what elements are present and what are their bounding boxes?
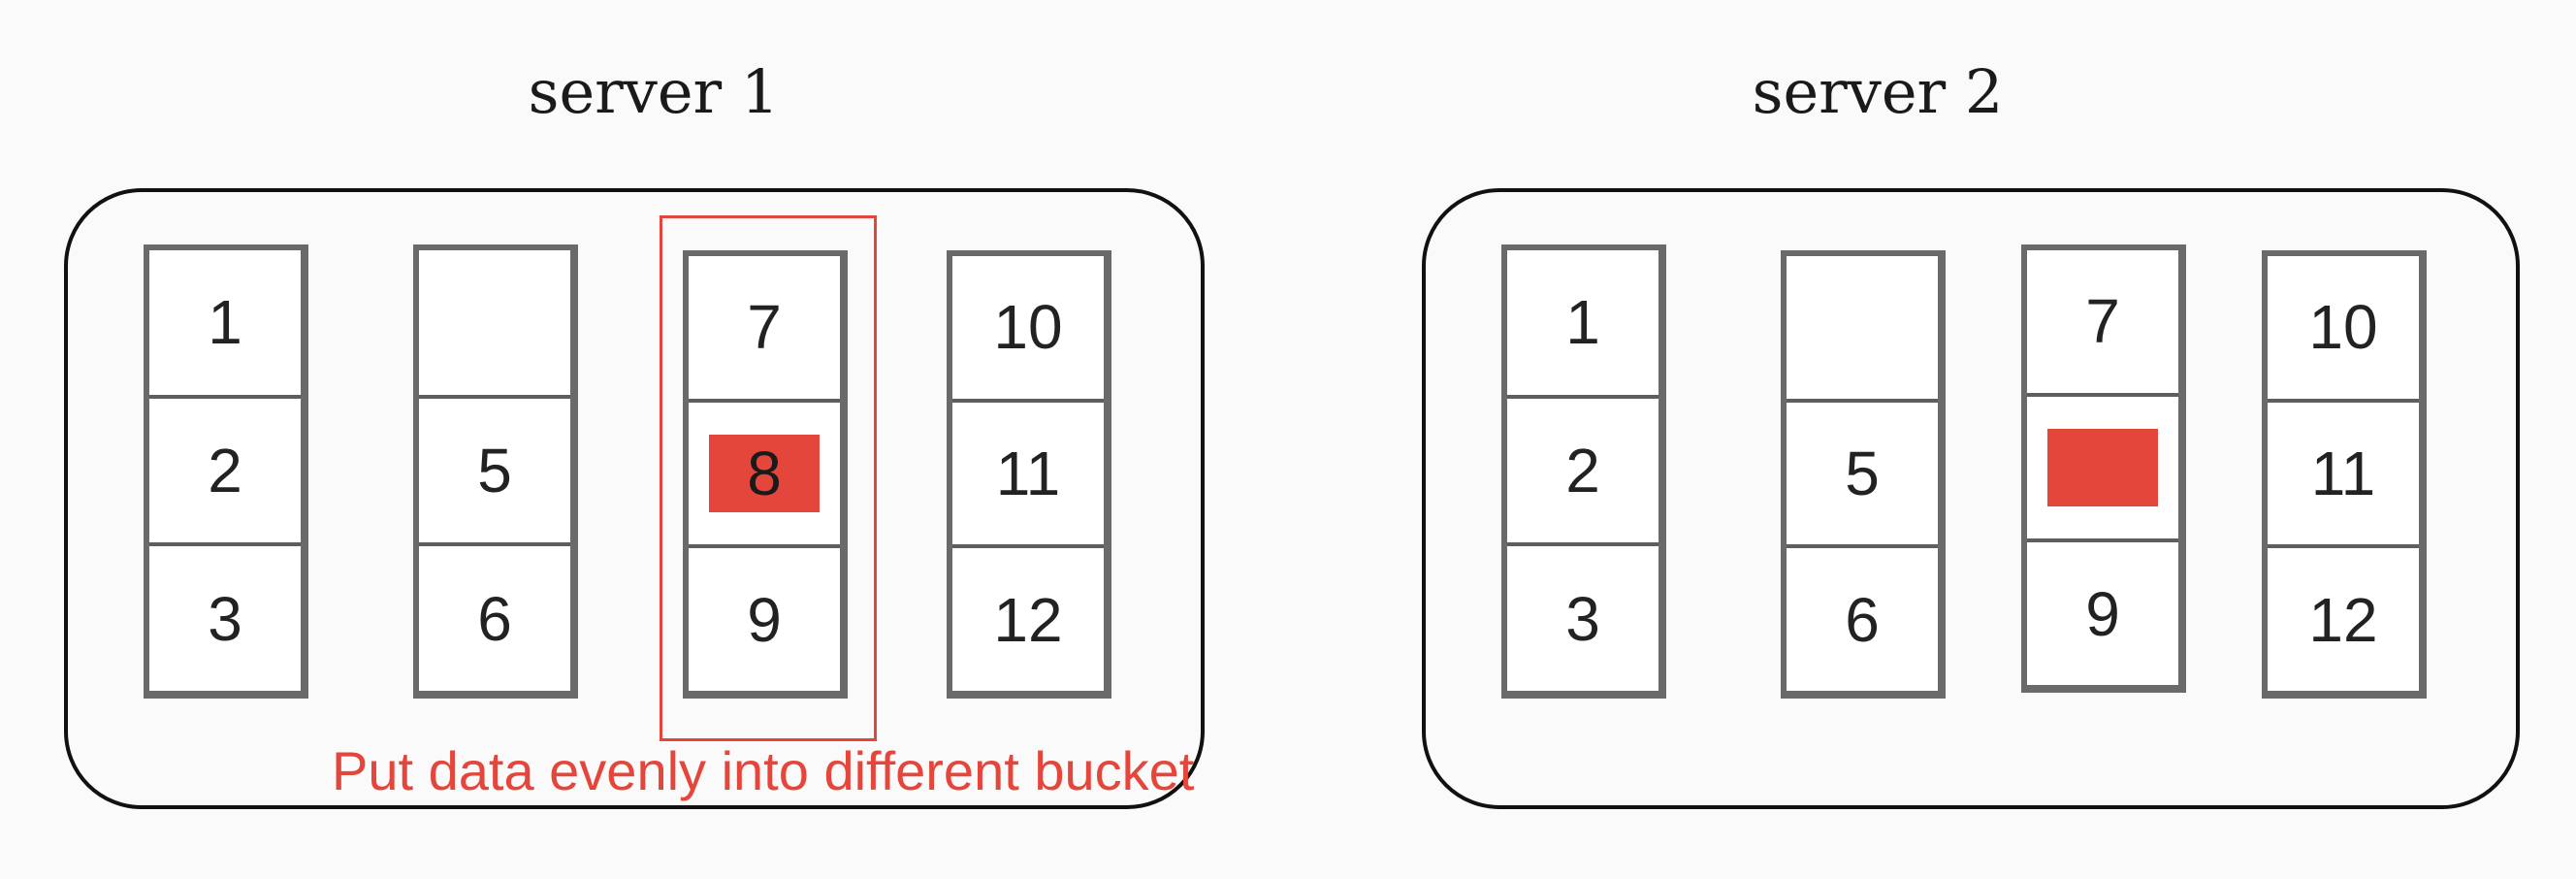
server-1-bucket-2: 5 6 [413, 244, 578, 699]
bucket-cell: 12 [952, 548, 1104, 692]
server-1-bucket-3-highlight [660, 215, 877, 741]
server-1-bucket-4: 10 11 12 [947, 250, 1111, 699]
server-2-bucket-3: 7 9 [2021, 244, 2186, 693]
bucket-cell: 6 [419, 546, 570, 692]
bucket-cell: 11 [952, 402, 1104, 545]
bucket-cell: 12 [2268, 548, 2419, 692]
server-2-title: server 2 [1752, 56, 2004, 127]
bucket-cell: 9 [689, 548, 840, 692]
bucket-cell: 10 [952, 256, 1104, 399]
bucket-cell: 7 [689, 256, 840, 399]
data-block: 8 [709, 435, 820, 512]
server-2-bucket-2: 5 6 [1781, 250, 1946, 699]
bucket-cell: 8 [689, 402, 840, 545]
bucket-cell: 3 [149, 546, 301, 692]
server-2-bucket-1: 1 2 3 [1501, 244, 1666, 699]
bucket-cell: 7 [2027, 250, 2178, 393]
bucket-cell [2027, 396, 2178, 539]
bucket-cell: 1 [149, 250, 301, 395]
bucket-cell: 3 [1507, 546, 1658, 692]
bucket-cell: 1 [1507, 250, 1658, 395]
server-1-bucket-3: 7 8 9 [683, 250, 848, 699]
bucket-cell: 11 [2268, 402, 2419, 545]
bucket-cell: 5 [419, 398, 570, 543]
bucket-cell: 10 [2268, 256, 2419, 399]
bucket-cell: 6 [1787, 548, 1938, 692]
server-1-bucket-1: 1 2 3 [144, 244, 308, 699]
bucket-cell: 2 [149, 398, 301, 543]
data-block [2047, 429, 2158, 506]
bucket-cell [1787, 256, 1938, 399]
server-2-bucket-4: 10 11 12 [2262, 250, 2427, 699]
server-1-title: server 1 [528, 56, 780, 127]
bucket-cell [419, 250, 570, 395]
bucket-cell: 2 [1507, 398, 1658, 543]
bucket-cell: 9 [2027, 542, 2178, 686]
annotation-text: Put data evenly into different bucket [332, 740, 1195, 801]
bucket-cell: 5 [1787, 402, 1938, 545]
